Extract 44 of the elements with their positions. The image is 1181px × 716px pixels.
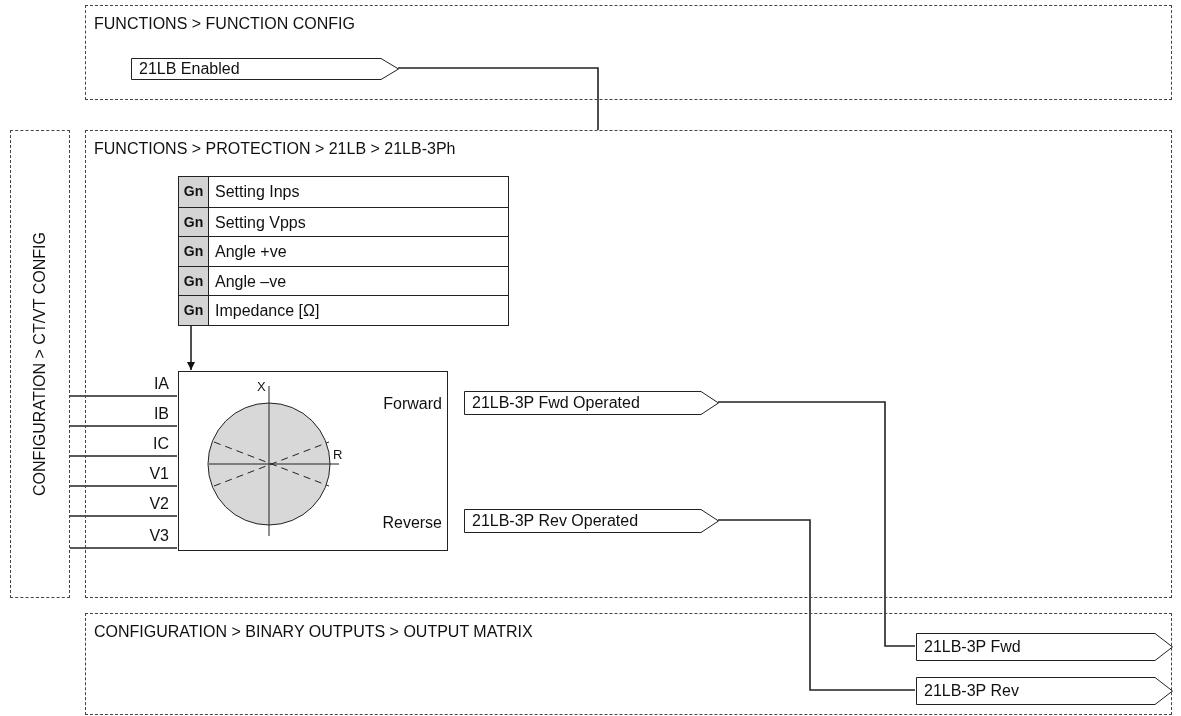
connector-line — [69, 395, 178, 397]
dashed-frame — [85, 613, 1172, 715]
signal-name: 21LB-3P Fwd Operated — [472, 394, 640, 412]
group-cell: Gn — [179, 177, 209, 207]
connector-line — [397, 67, 599, 131]
frame-title: CONFIGURATION > BINARY OUTPUTS > OUTPUT MATRIX — [94, 623, 533, 641]
connector-line — [717, 401, 916, 647]
signal-name: 21LB-3P Fwd — [924, 638, 1021, 656]
dashed-frame — [85, 5, 1172, 100]
signal-tag — [464, 391, 719, 415]
setting-cell: Impedance [Ω] — [209, 295, 508, 325]
axis-label: X — [257, 378, 266, 396]
setting-cell: Angle +ve — [209, 236, 508, 266]
connector-line — [69, 425, 178, 427]
dashed-frame — [10, 130, 70, 598]
frame-title: FUNCTIONS > FUNCTION CONFIG — [94, 15, 355, 33]
connector-line — [187, 324, 195, 371]
connector-line — [69, 485, 178, 487]
dashed-frame — [85, 130, 1172, 598]
group-cell: Gn — [179, 206, 209, 237]
signal-tag — [464, 509, 719, 533]
frame-title: FUNCTIONS > PROTECTION > 21LB > 21LB-3Ph — [94, 140, 456, 158]
signal-name: 21LB-3P Rev Operated — [472, 512, 639, 530]
group-cell: Gn — [179, 265, 209, 296]
connector-line — [69, 515, 178, 517]
group-cell: Gn — [179, 295, 209, 325]
connector-line — [69, 455, 178, 457]
function-block — [178, 371, 448, 551]
setting-cell-text: Setting Inps — [214, 182, 301, 202]
signal-name: 21LB-3P Rev — [924, 682, 1019, 700]
output-label: Reverse — [382, 514, 442, 532]
signal-tag — [916, 633, 1173, 661]
signal-tag — [131, 58, 399, 80]
connector-line — [69, 547, 178, 549]
signal-name: 21LB Enabled — [139, 60, 240, 78]
setting-cell: Angle –ve — [209, 265, 508, 296]
signal-tag — [916, 677, 1173, 705]
setting-cell: Setting Vpps — [209, 206, 508, 237]
settings-table — [178, 176, 509, 326]
output-label: Forward — [383, 395, 442, 413]
group-cell: Gn — [179, 236, 209, 266]
connector-line — [717, 519, 916, 691]
axis-label: R — [333, 446, 343, 464]
frame-title: CONFIGURATION > CT/VT CONFIG — [31, 232, 49, 496]
